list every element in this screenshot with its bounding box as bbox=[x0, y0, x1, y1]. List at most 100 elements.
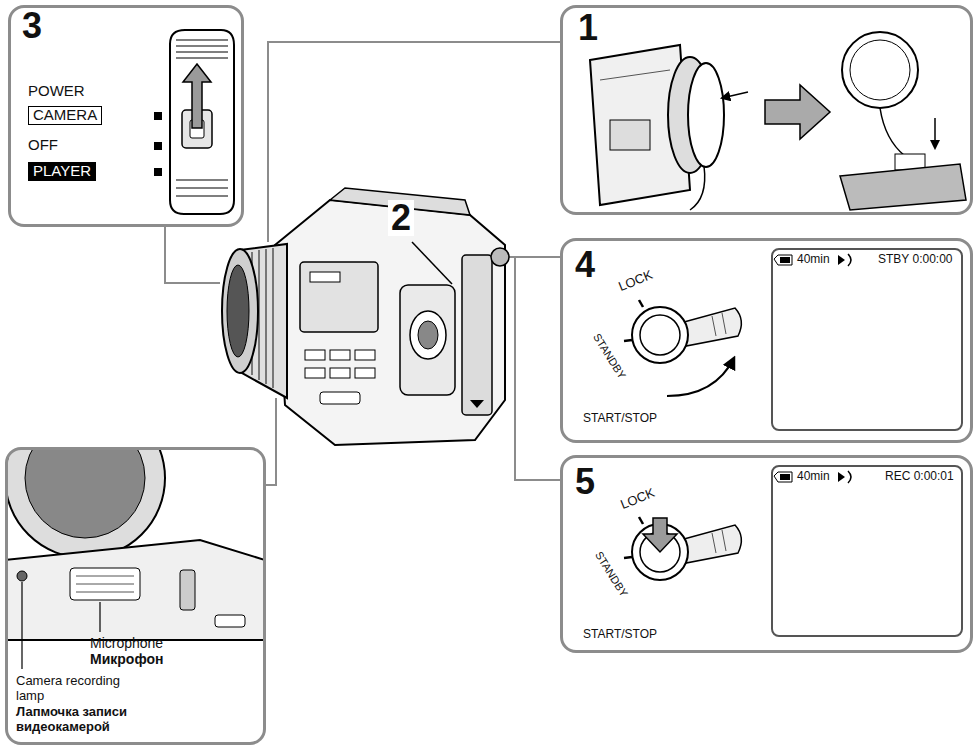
front-detail bbox=[180, 570, 195, 610]
camcorder-body bbox=[265, 249, 267, 384]
power-switch bbox=[176, 51, 228, 53]
lens-cap-illustration bbox=[880, 108, 905, 156]
display-readout: STBY 0:00:00 bbox=[878, 253, 953, 266]
camcorder-body bbox=[320, 392, 360, 404]
viewfinder-display: 40min STBY 0:00:00 bbox=[771, 248, 963, 431]
start-stop-dial bbox=[639, 517, 643, 524]
part-name: Camera recording lamp bbox=[16, 673, 141, 703]
leader-line bbox=[99, 602, 100, 632]
display-icons bbox=[780, 257, 790, 263]
power-switch bbox=[176, 179, 228, 181]
camcorder-body bbox=[330, 368, 350, 378]
display-icons bbox=[774, 254, 851, 483]
power-switch bbox=[176, 57, 228, 59]
camcorder-body bbox=[462, 255, 492, 415]
power-switch bbox=[154, 112, 162, 120]
front-detail bbox=[215, 615, 245, 627]
power-switch bbox=[170, 30, 234, 214]
front-detail bbox=[17, 571, 27, 581]
power-switch bbox=[176, 40, 228, 196]
part-name: Микрофон bbox=[90, 652, 163, 667]
start-stop-dial bbox=[712, 316, 716, 336]
step-number: 3 bbox=[22, 6, 42, 46]
power-switch bbox=[154, 168, 162, 176]
display-icons bbox=[780, 474, 790, 480]
step-panel: 1 bbox=[560, 5, 973, 215]
camcorder-body bbox=[400, 285, 455, 395]
front-detail bbox=[76, 584, 134, 585]
display-icons bbox=[838, 472, 845, 482]
display-icons bbox=[848, 254, 851, 266]
camcorder-body bbox=[470, 400, 484, 408]
start-stop-dial bbox=[624, 340, 632, 341]
camcorder-body bbox=[412, 242, 452, 284]
power-switch bbox=[176, 39, 228, 41]
lens-cap-illustration bbox=[600, 70, 670, 80]
start-stop-dial bbox=[684, 308, 741, 346]
display-icons bbox=[838, 255, 845, 265]
camcorder-body bbox=[227, 265, 249, 357]
callout-number: 2 bbox=[388, 200, 414, 236]
switch-position: CAMERA bbox=[33, 107, 97, 124]
lens-cap-illustration bbox=[610, 120, 650, 150]
camcorder-body bbox=[300, 262, 378, 332]
button-name: START/STOP bbox=[583, 412, 657, 425]
front-detail bbox=[25, 449, 145, 538]
step-panel: 4LOCKSTANDBYSTART/STOP40minSTBY 0:00:00 bbox=[560, 238, 973, 443]
start-stop-dial bbox=[632, 307, 688, 363]
step-number: 1 bbox=[578, 8, 598, 48]
camcorder-body bbox=[222, 249, 258, 373]
part-name: Microphone bbox=[90, 636, 163, 651]
lens-cap-illustration bbox=[688, 63, 724, 167]
mode-position-box: CAMERA bbox=[28, 106, 102, 125]
camcorder-body bbox=[410, 311, 446, 359]
camcorder-body bbox=[222, 188, 509, 445]
step-panel: 3POWEROFFCAMERAPLAYER bbox=[8, 5, 244, 227]
start-stop-dial bbox=[684, 525, 741, 563]
camcorder-body bbox=[305, 368, 325, 378]
leader-line bbox=[22, 582, 100, 669]
camcorder-body bbox=[310, 272, 340, 282]
dial-position: LOCK bbox=[617, 268, 655, 295]
camcorder-body bbox=[330, 350, 350, 360]
part-name: Лапмочка записи видеокамерой bbox=[16, 704, 151, 734]
camcorder-body bbox=[275, 200, 505, 445]
camcorder-body bbox=[305, 350, 325, 360]
start-stop-dial bbox=[712, 533, 716, 553]
lens-cap-illustration bbox=[590, 32, 966, 210]
lens-cap-illustration bbox=[765, 85, 830, 139]
lens-cap-illustration bbox=[850, 40, 910, 100]
leader-line bbox=[21, 582, 22, 669]
leader-line bbox=[268, 42, 560, 242]
start-stop-dial bbox=[639, 300, 643, 307]
power-switch bbox=[154, 142, 162, 150]
front-detail bbox=[7, 449, 165, 558]
switch-position: OFF bbox=[28, 137, 58, 154]
step-number: 5 bbox=[575, 462, 595, 502]
camcorder-body bbox=[491, 248, 509, 266]
start-stop-dial bbox=[667, 358, 734, 396]
start-stop-dial bbox=[722, 313, 726, 334]
leader-line bbox=[509, 256, 560, 258]
display-icons bbox=[848, 471, 851, 483]
viewfinder-display: 40minREC 0:00:01 bbox=[771, 465, 963, 637]
display-icons bbox=[774, 255, 792, 265]
start-stop-dial bbox=[643, 518, 677, 552]
display-readout: 40min bbox=[797, 253, 830, 266]
leader-line bbox=[515, 257, 560, 480]
start-stop-dial bbox=[640, 315, 680, 355]
lens-cap-illustration bbox=[690, 166, 705, 210]
step-number: 4 bbox=[575, 245, 595, 285]
mode-position-box: PLAYER bbox=[28, 162, 96, 181]
leader-line bbox=[165, 227, 220, 283]
camcorder-body bbox=[355, 350, 375, 360]
camcorder-body bbox=[355, 368, 375, 378]
display-readout: REC 0:00:01 bbox=[885, 470, 954, 483]
step-panel: 5LOCKSTANDBYSTART/STOP40minREC 0:00:01 bbox=[560, 455, 973, 653]
camcorder-body bbox=[305, 350, 375, 404]
button-name: START/STOP bbox=[583, 628, 657, 641]
camcorder-body bbox=[272, 248, 274, 388]
